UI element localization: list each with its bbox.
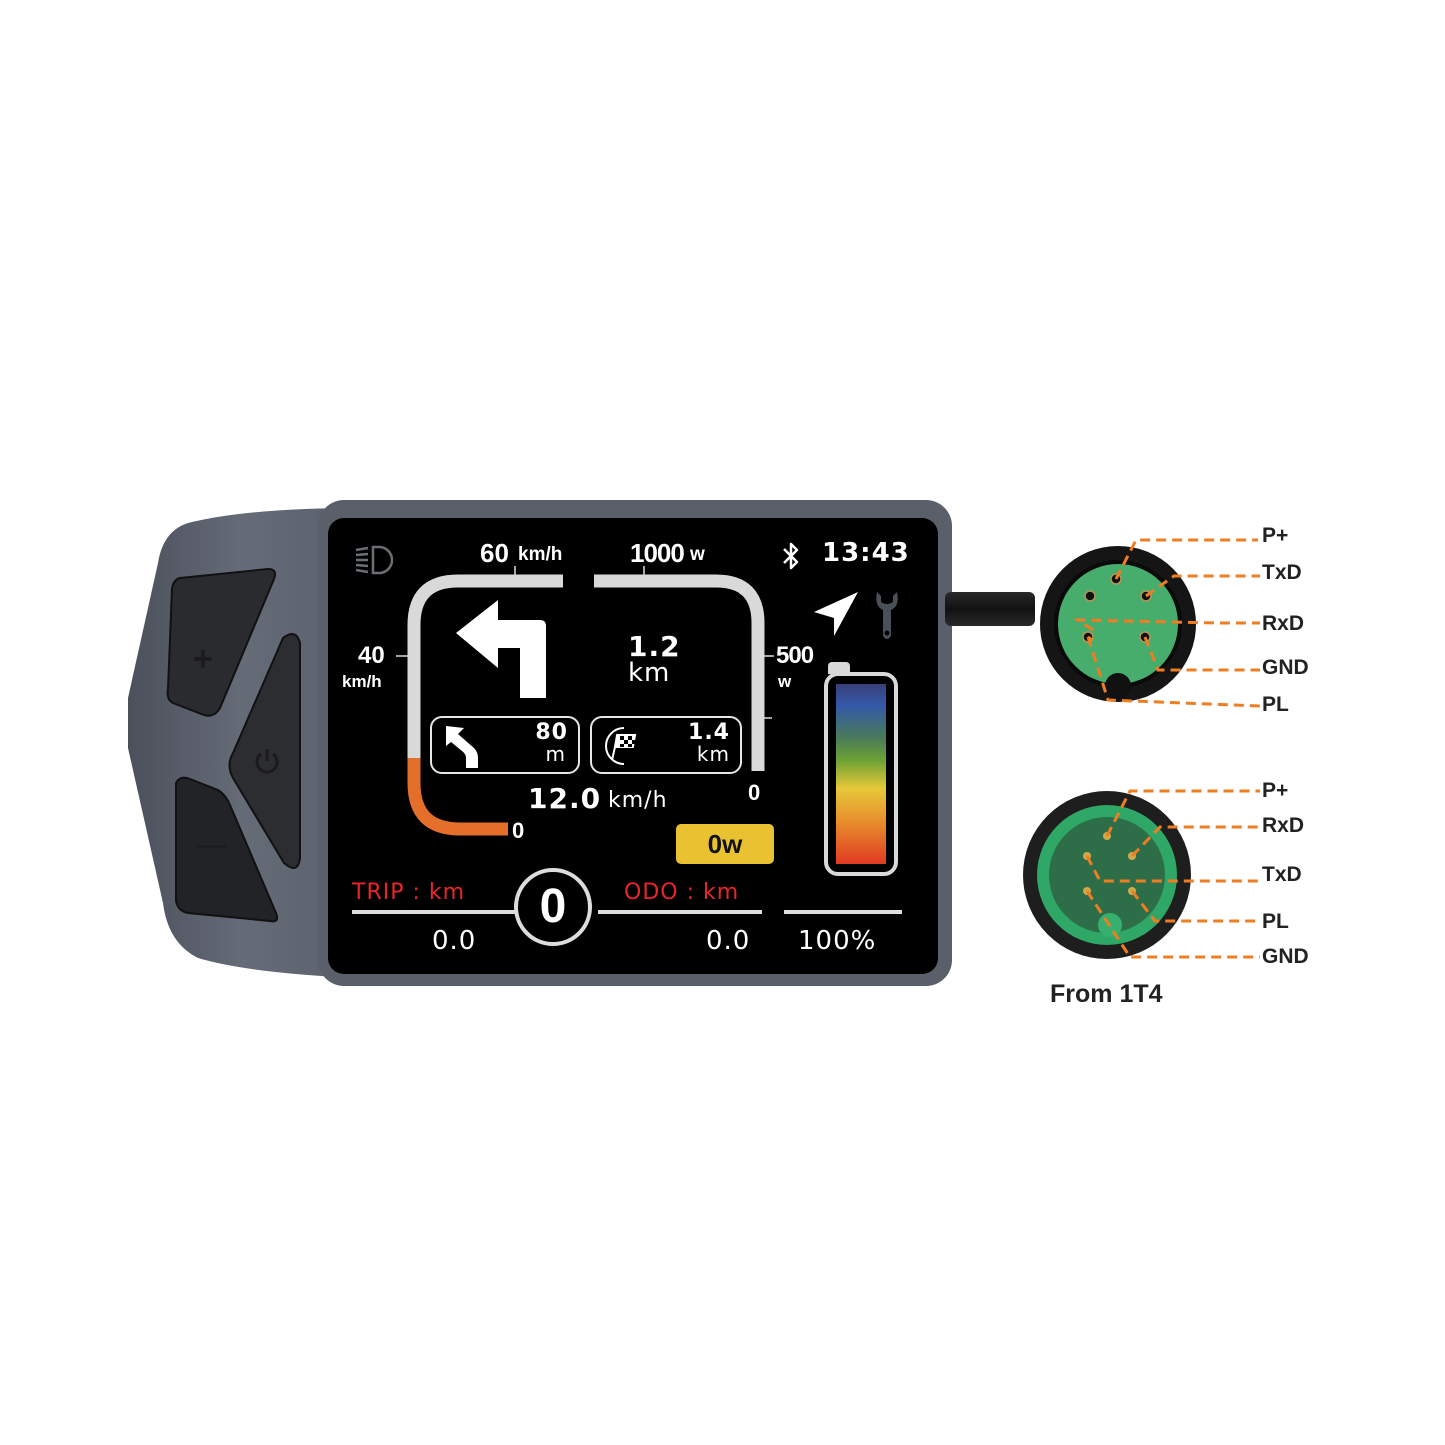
destination-unit: km xyxy=(696,742,730,766)
battery-terminal xyxy=(828,662,850,674)
finish-flag-icon xyxy=(605,727,637,765)
nav-main-distance: 1.2 xyxy=(628,630,681,663)
speed-max-unit: km/h xyxy=(518,544,563,565)
pin-label-top-3: RxD xyxy=(1262,612,1305,635)
odo-divider xyxy=(598,910,762,914)
wrench-icon xyxy=(876,592,898,639)
next-turn-unit: m xyxy=(545,742,566,766)
speed-power-gauges xyxy=(396,566,774,836)
cable xyxy=(945,592,1035,626)
navigation-arrow-icon xyxy=(814,592,858,636)
next-turn-panel: 80 m xyxy=(430,716,580,774)
speed-mid-label: 40 xyxy=(358,642,385,669)
pin-label-top-5: PL xyxy=(1262,693,1289,716)
current-power-badge: 0w xyxy=(676,824,774,864)
pin-label-bottom-3: TxD xyxy=(1262,863,1302,886)
clock-time: 13:43 xyxy=(822,538,910,568)
speed-min-label: 0 xyxy=(512,818,525,843)
device-button-panel xyxy=(128,508,358,978)
power-max-label: 1000 xyxy=(630,538,685,568)
pin-label-top-4: GND xyxy=(1262,656,1309,679)
plus-icon: + xyxy=(193,640,213,678)
turn-left-arrow-icon xyxy=(456,600,546,698)
power-mid-unit: w xyxy=(778,672,792,691)
destination-panel: 1.4 km xyxy=(590,716,742,774)
next-turn-distance: 80 xyxy=(535,720,568,745)
odo-label: ODO : km xyxy=(624,880,740,905)
power-max-unit: w xyxy=(690,544,705,565)
battery-percent: 100% xyxy=(798,926,877,956)
current-speed: 12.0 xyxy=(528,782,602,815)
speed-max-label: 60 xyxy=(480,538,509,568)
connector-top-diagram xyxy=(1040,538,1261,708)
minus-button[interactable] xyxy=(175,776,279,923)
trip-label: TRIP : km xyxy=(352,880,466,905)
minus-icon: — xyxy=(196,828,226,861)
trip-divider xyxy=(352,910,516,914)
assist-level: 0 xyxy=(514,868,592,946)
current-speed-unit: km/h xyxy=(608,788,668,813)
plus-button[interactable] xyxy=(166,567,277,717)
pin-label-bottom-1: P+ xyxy=(1262,779,1289,802)
odo-value: 0.0 xyxy=(706,926,751,956)
power-icon xyxy=(255,749,279,774)
connector-bottom-diagram xyxy=(1023,789,1260,959)
pin-label-top-1: P+ xyxy=(1262,524,1289,547)
bear-left-arrow-icon xyxy=(446,726,478,768)
pin-label-top-2: TxD xyxy=(1262,561,1302,584)
trip-value: 0.0 xyxy=(432,926,477,956)
destination-distance: 1.4 xyxy=(688,720,730,745)
power-mid-label: 500 xyxy=(776,642,814,669)
power-min-label: 0 xyxy=(748,780,761,805)
pin-label-bottom-2: RxD xyxy=(1262,814,1305,837)
lcd-screen: 60 km/h 1000 w 13:43 40 km/h 0 500 w 0 1… xyxy=(328,518,938,974)
battery-icon xyxy=(824,672,898,876)
power-button[interactable] xyxy=(228,633,301,869)
battery-divider xyxy=(784,910,902,914)
battery-level-fill xyxy=(836,684,886,864)
pin-label-bottom-4: PL xyxy=(1262,910,1289,933)
bluetooth-icon xyxy=(783,542,799,570)
connector-caption: From 1T4 xyxy=(1050,980,1163,1008)
speed-mid-unit: km/h xyxy=(342,672,382,691)
nav-main-unit: km xyxy=(628,658,671,688)
headlight-icon xyxy=(355,545,394,575)
pin-label-bottom-5: GND xyxy=(1262,945,1309,968)
